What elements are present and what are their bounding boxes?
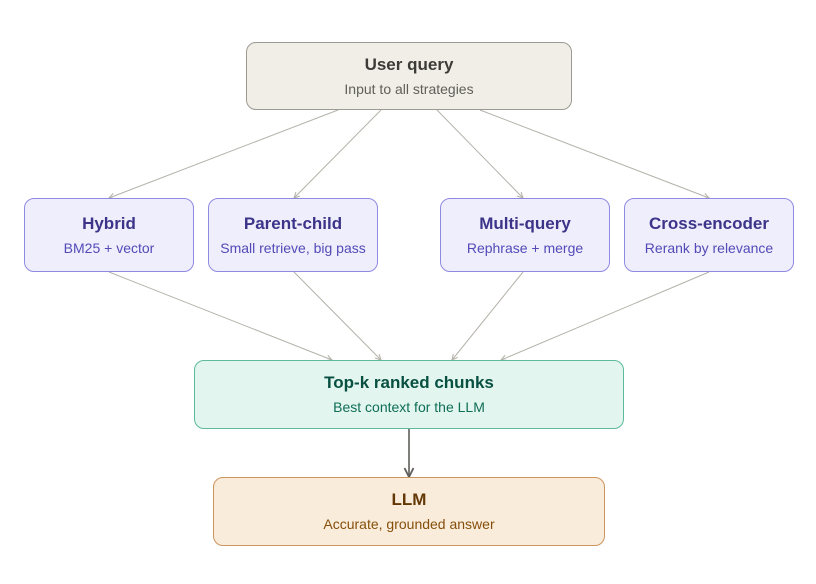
edge-parent-child-result: [293, 271, 381, 360]
cross-encoder-title: Cross-encoder: [649, 213, 769, 233]
parent-child-node: Parent-child Small retrieve, big pass: [208, 198, 378, 272]
hybrid-subtitle: BM25 + vector: [63, 239, 155, 256]
user-query-title: User query: [364, 54, 454, 74]
edge-query-multi-query: [436, 109, 523, 198]
top-k-chunks-node: Top-k ranked chunks Best context for the…: [194, 360, 624, 429]
cross-encoder-subtitle: Rerank by relevance: [644, 239, 774, 256]
hybrid-title: Hybrid: [82, 213, 136, 233]
user-query-subtitle: Input to all strategies: [344, 80, 474, 97]
cross-encoder-node: Cross-encoder Rerank by relevance: [624, 198, 794, 272]
edge-cross-encoder-result: [501, 271, 710, 360]
edge-hybrid-result: [108, 271, 332, 360]
llm-subtitle: Accurate, grounded answer: [323, 516, 495, 532]
parent-child-subtitle: Small retrieve, big pass: [220, 239, 366, 256]
edge-query-parent-child: [294, 109, 382, 198]
multi-query-title: Multi-query: [479, 213, 571, 233]
llm-node: LLM Accurate, grounded answer: [213, 477, 605, 546]
parent-child-title: Parent-child: [243, 213, 343, 233]
llm-title: LLM: [391, 490, 427, 509]
hybrid-node: Hybrid BM25 + vector: [24, 198, 194, 272]
multi-query-subtitle: Rephrase + merge: [466, 239, 584, 256]
top-k-title: Top-k ranked chunks: [324, 373, 494, 392]
edge-multi-query-result: [452, 271, 524, 360]
top-k-subtitle: Best context for the LLM: [333, 399, 485, 415]
multi-query-node: Multi-query Rephrase + merge: [440, 198, 610, 272]
user-query-node: User query Input to all strategies: [246, 42, 572, 110]
edge-query-hybrid: [109, 109, 339, 198]
edge-query-cross-encoder: [479, 109, 709, 198]
